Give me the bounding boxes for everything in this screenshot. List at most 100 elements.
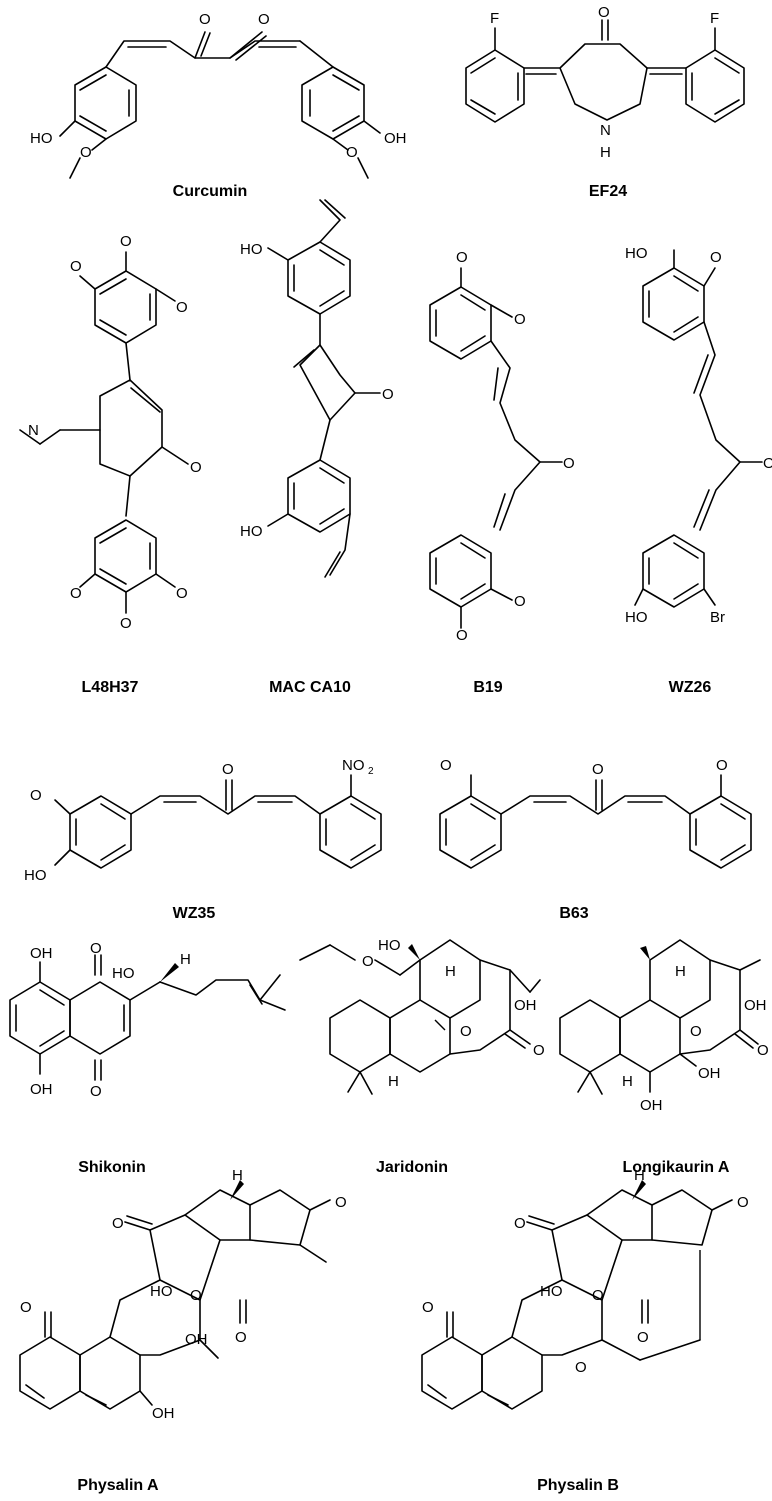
atom-label: OH	[698, 1065, 721, 1082]
label-shikonin: Shikonin	[78, 1159, 146, 1176]
atom-label: HO	[378, 937, 401, 954]
atom-label: OH	[384, 130, 407, 147]
atom-label: NO	[342, 757, 365, 774]
atom-label: H	[634, 1167, 645, 1184]
atom-label: O	[190, 459, 202, 476]
atom-label: O	[456, 627, 468, 644]
atom-label: O	[258, 11, 270, 28]
label-b19: B19	[473, 679, 502, 696]
atom-label: O	[30, 787, 42, 804]
atom-label: O	[20, 1299, 32, 1316]
atom-label: O	[575, 1359, 587, 1376]
atom-label: H	[675, 963, 686, 980]
atom-label: O	[563, 455, 575, 472]
structure-curcumin: O O HO O OH O Curcumin	[30, 11, 407, 200]
atom-label: F	[490, 10, 499, 27]
label-physalin-b: Physalin B	[537, 1477, 619, 1494]
atom-label: O	[592, 1287, 604, 1304]
atom-label: O	[346, 144, 358, 161]
atom-label: OH	[640, 1097, 663, 1114]
atom-label: O	[120, 615, 132, 632]
atom-label: F	[710, 10, 719, 27]
atom-label: O	[533, 1042, 545, 1059]
atom-label: O	[362, 953, 374, 970]
structure-shikonin: OH O HO H OH O Shikonin	[9, 940, 286, 1176]
atom-label: O	[440, 757, 452, 774]
structure-b19: O O O O O B19	[429, 249, 575, 696]
atom-label: O	[222, 761, 234, 778]
atom-label: O	[235, 1329, 247, 1346]
label-ef24: EF24	[589, 183, 627, 200]
atom-label: O	[737, 1194, 749, 1211]
atom-label: Br	[710, 609, 725, 626]
atom-label: N	[28, 422, 39, 439]
label-longikaurin-a: Longikaurin A	[623, 1159, 730, 1176]
atom-label: H	[388, 1073, 399, 1090]
label-l48h37: L48H37	[82, 679, 139, 696]
structure-longikaurin-a: O OH O H OH OH H Longikaurin A	[559, 939, 769, 1176]
label-physalin-a: Physalin A	[77, 1477, 159, 1494]
label-jaridonin: Jaridonin	[376, 1159, 448, 1176]
atom-label: HO	[112, 965, 135, 982]
atom-label: O	[70, 258, 82, 275]
structure-l48h37: O O O N O O O O L48H37	[19, 233, 202, 696]
atom-label: O	[514, 311, 526, 328]
atom-label: O	[112, 1215, 124, 1232]
atom-label: OH	[185, 1331, 208, 1348]
atom-label: O	[382, 386, 394, 403]
atom-label: HO	[24, 867, 47, 884]
structure-jaridonin: O HO H O OH O H Jaridonin	[299, 937, 545, 1176]
structure-b63: O O O B63	[439, 757, 752, 922]
atom-label: O	[176, 299, 188, 316]
atom-label: O	[120, 233, 132, 250]
atom-label: O	[90, 1083, 102, 1100]
atom-label: H	[622, 1073, 633, 1090]
atom-label: O	[592, 761, 604, 778]
atom-label: H	[445, 963, 456, 980]
label-wz26: WZ26	[669, 679, 712, 696]
atom-label: HO	[150, 1283, 173, 1300]
atom-label: O	[716, 757, 728, 774]
atom-label: O	[80, 144, 92, 161]
atom-label: O	[456, 249, 468, 266]
structure-mac-ca10: HO O HO MAC CA10	[240, 199, 394, 696]
atom-label: OH	[30, 1081, 53, 1098]
structure-physalin-a: O O H O HO O OH O OH Physalin A	[19, 1167, 347, 1494]
label-mac-ca10: MAC CA10	[269, 679, 351, 696]
atom-label: HO	[240, 241, 263, 258]
atom-label: O	[514, 1215, 526, 1232]
structure-ef24: F F O N H EF24	[465, 4, 745, 200]
atom-label: HO	[625, 609, 648, 626]
structure-physalin-b: O O H O HO O O O Physalin B	[421, 1167, 749, 1494]
atom-label: OH	[744, 997, 767, 1014]
atom-label: O	[637, 1329, 649, 1346]
atom-label: O	[190, 1287, 202, 1304]
label-curcumin: Curcumin	[173, 183, 248, 200]
atom-label: O	[460, 1023, 472, 1040]
atom-label: HO	[240, 523, 263, 540]
atom-label: H	[600, 144, 611, 161]
atom-label: O	[690, 1023, 702, 1040]
atom-label: O	[710, 249, 722, 266]
atom-label: O	[176, 585, 188, 602]
atom-label: OH	[152, 1405, 175, 1422]
label-wz35: WZ35	[173, 905, 216, 922]
atom-label: OH	[30, 945, 53, 962]
atom-label: HO	[625, 245, 648, 262]
label-b63: B63	[559, 905, 588, 922]
structure-wz35: O HO O NO 2 WZ35	[24, 757, 382, 922]
atom-label: O	[70, 585, 82, 602]
atom-label: O	[757, 1042, 769, 1059]
atom-label: O	[763, 455, 772, 472]
atom-label: HO	[30, 130, 53, 147]
atom-label: H	[180, 951, 191, 968]
atom-label: HO	[540, 1283, 563, 1300]
structure-wz26: HO O O HO Br WZ26	[625, 245, 772, 696]
atom-label: O	[514, 593, 526, 610]
atom-label-subscript: 2	[368, 766, 374, 777]
atom-label: O	[90, 940, 102, 957]
atom-label: O	[335, 1194, 347, 1211]
atom-label: O	[422, 1299, 434, 1316]
atom-label: O	[199, 11, 211, 28]
